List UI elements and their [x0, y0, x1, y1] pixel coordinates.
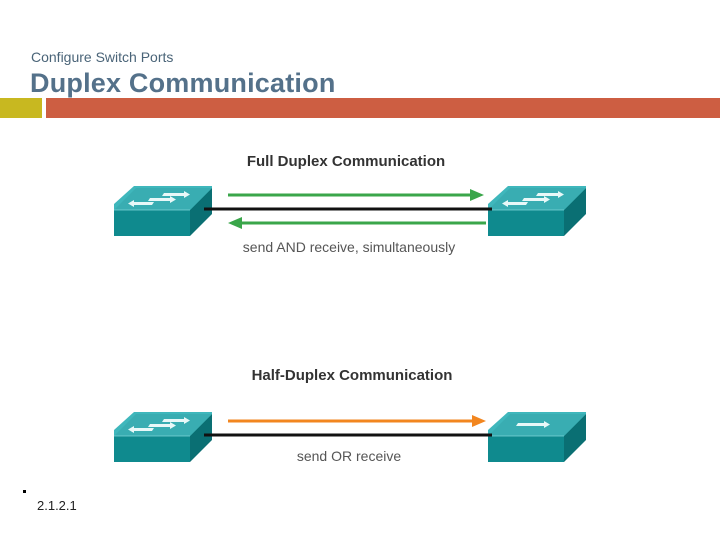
full-duplex-caption: send AND receive, simultaneously: [243, 239, 455, 255]
full-duplex-arrow-left: [228, 217, 486, 229]
full-duplex-arrow-right: [228, 189, 484, 201]
switch-right-half: [488, 412, 586, 462]
accent-bar-left: [0, 98, 42, 118]
bullet-marker: [23, 490, 26, 493]
slide-title: Duplex Communication: [30, 68, 336, 98]
switch-left-half: [113, 411, 213, 463]
switch-right-full: [487, 185, 587, 237]
slide-number: 2.1.2.1: [37, 498, 77, 513]
half-duplex-arrow-right: [228, 415, 486, 427]
full-duplex-heading: Full Duplex Communication: [247, 153, 445, 170]
slide-subtitle: Configure Switch Ports: [31, 49, 174, 65]
switch-left-full: [113, 185, 213, 237]
half-duplex-caption: send OR receive: [297, 448, 401, 464]
accent-bar-right: [46, 98, 720, 118]
half-duplex-heading: Half-Duplex Communication: [252, 367, 453, 384]
